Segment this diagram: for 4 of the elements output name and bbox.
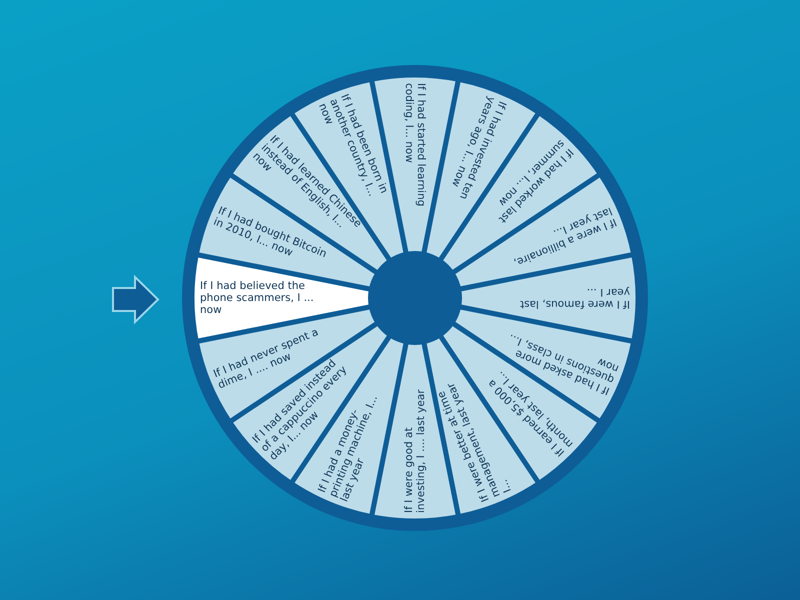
segment-label: If I had started learning coding, I... now [402,83,428,209]
segment-label: If I were famous, last year I ... [504,286,630,310]
segment-label: If I had believed the phone scammers, I ... now [200,280,326,316]
segment-label: If I were good at investing, I .... last year [402,387,428,513]
